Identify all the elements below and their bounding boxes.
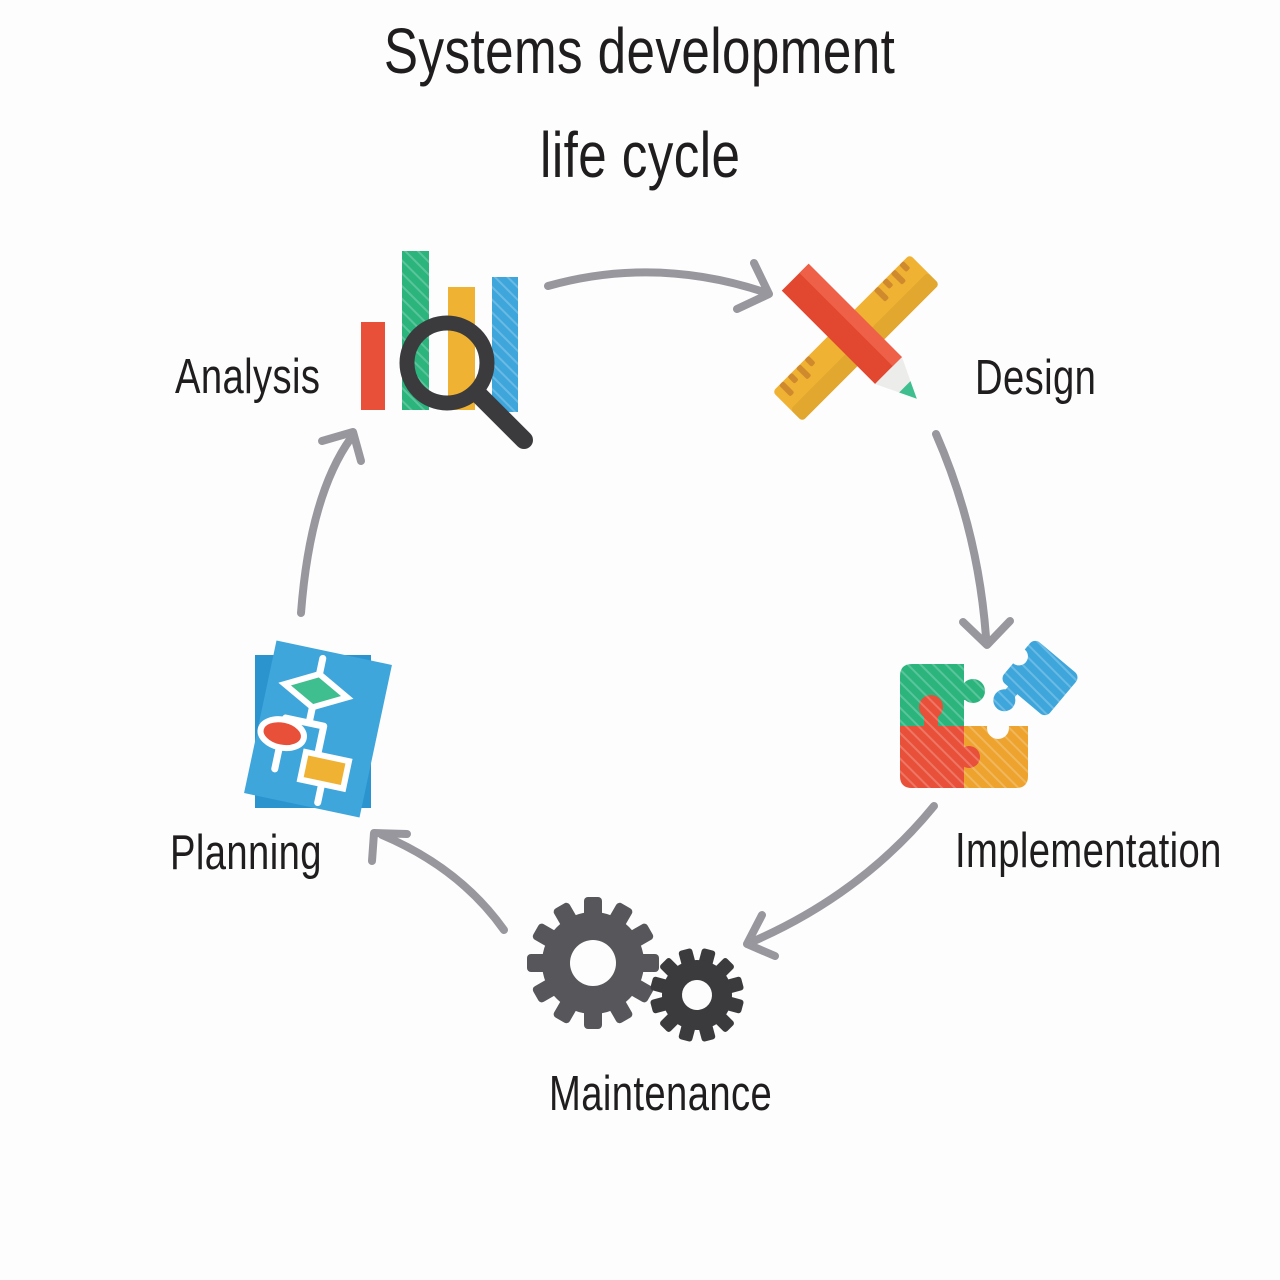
bar-red — [361, 322, 385, 410]
gears-icon — [527, 897, 744, 1042]
flowchart-rect — [296, 748, 353, 793]
bar-blue-hatch — [492, 277, 518, 412]
flowchart-ellipse — [257, 716, 307, 752]
arrow-analysis-to-design — [544, 259, 773, 313]
gear-large — [527, 897, 659, 1029]
flowchart-diamond — [278, 670, 354, 711]
bar-chart-magnifier-icon — [361, 251, 533, 449]
document-front-sheet — [244, 640, 392, 818]
arrow-planning-to-analysis — [297, 428, 365, 617]
stage-label-implementation: Implementation — [955, 824, 1222, 878]
arrow-maintenance-to-planning — [368, 829, 508, 934]
gear-small — [650, 948, 744, 1042]
stage-label-analysis: Analysis — [175, 350, 321, 404]
magnifier-ring — [399, 315, 495, 411]
stage-label-maintenance: Maintenance — [549, 1067, 773, 1121]
diagram-title-line1: Systems development — [384, 15, 896, 87]
pencil — [781, 263, 917, 399]
arrow-design-to-implementation — [932, 430, 1014, 649]
puzzle-hatch-overlay — [893, 630, 1085, 796]
magnifier-handle — [469, 385, 533, 449]
arrow-implementation-to-maintenance — [743, 802, 938, 960]
flowchart-document-icon — [244, 640, 392, 818]
stage-label-planning: Planning — [170, 826, 322, 880]
puzzle-pieces-icon — [893, 630, 1085, 796]
diagram-title-line2: life cycle — [539, 118, 741, 191]
pencil-ruler-icon — [774, 256, 938, 420]
stage-label-design: Design — [975, 351, 1097, 405]
diagram-title: Systems development life cycle — [0, 0, 1280, 207]
